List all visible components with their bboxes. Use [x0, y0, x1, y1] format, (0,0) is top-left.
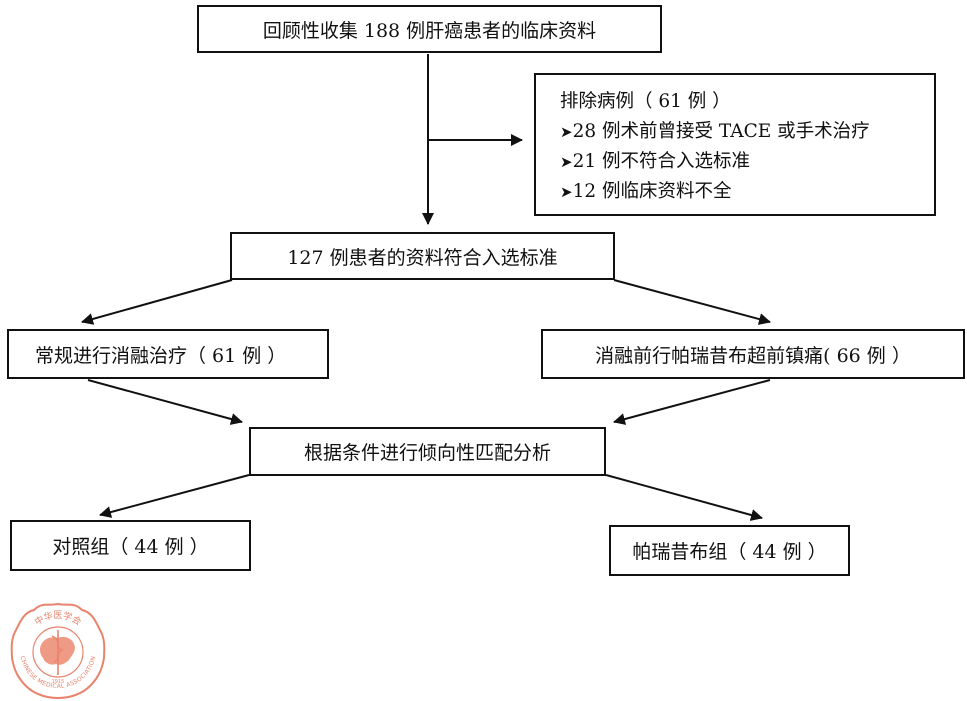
- svg-text:中华医学会: 中华医学会: [32, 609, 83, 628]
- propensity-matching-box: 根据条件进行倾向性匹配分析: [249, 427, 606, 476]
- collection-box: 回顾性收集 188 例肝癌患者的临床资料: [197, 5, 662, 53]
- control-group-box: 对照组（ 44 例 ）: [10, 520, 251, 571]
- excluded-item: ➤28 例术前曾接受 TACE 或手术治疗: [560, 121, 870, 142]
- arrow-matching-to-control: [99, 474, 250, 518]
- bullet-arrow-icon: ➤: [560, 153, 573, 171]
- preemptive-analgesia-box: 消融前行帕瑞昔布超前镇痛( 66 例 ）: [541, 329, 965, 379]
- bullet-arrow-icon: ➤: [560, 183, 573, 201]
- excluded-item: ➤21 例不符合入选标准: [560, 151, 750, 172]
- control-group-text: 对照组（ 44 例 ）: [52, 536, 209, 558]
- excluded-box: 排除病例（ 61 例 ） ➤28 例术前曾接受 TACE 或手术治疗 ➤21 例…: [534, 73, 936, 216]
- conventional-ablation-box: 常规进行消融治疗（ 61 例 ）: [7, 329, 329, 379]
- eligible-box: 127 例患者的资料符合入选标准: [230, 232, 615, 280]
- parecoxib-group-box: 帕瑞昔布组（ 44 例 ）: [609, 525, 850, 576]
- arrow-pre-to-matching: [613, 379, 771, 425]
- arrow-matching-to-parecoxib: [605, 474, 763, 521]
- arrow-eligible-to-conventional: [81, 279, 233, 325]
- conventional-ablation-text: 常规进行消融治疗（ 61 例 ）: [35, 344, 287, 367]
- collection-text: 回顾性收集 188 例肝癌患者的临床资料: [262, 19, 597, 42]
- preemptive-analgesia-text: 消融前行帕瑞昔布超前镇痛( 66 例 ）: [595, 344, 911, 367]
- propensity-matching-text: 根据条件进行倾向性匹配分析: [303, 442, 551, 464]
- eligible-text: 127 例患者的资料符合入选标准: [287, 246, 558, 269]
- association-logo-icon: 中华医学会 CHINESE MEDICAL ASSOCIATION 1915: [10, 602, 106, 700]
- arrow-conventional-to-matching: [87, 379, 243, 425]
- parecoxib-group-text: 帕瑞昔布组（ 44 例 ）: [632, 541, 827, 563]
- excluded-heading: 排除病例（ 61 例 ）: [560, 91, 731, 112]
- arrow-eligible-to-pre: [613, 279, 771, 325]
- bullet-arrow-icon: ➤: [560, 123, 573, 141]
- svg-text:1915: 1915: [52, 679, 65, 685]
- excluded-item: ➤12 例临床资料不全: [560, 181, 732, 202]
